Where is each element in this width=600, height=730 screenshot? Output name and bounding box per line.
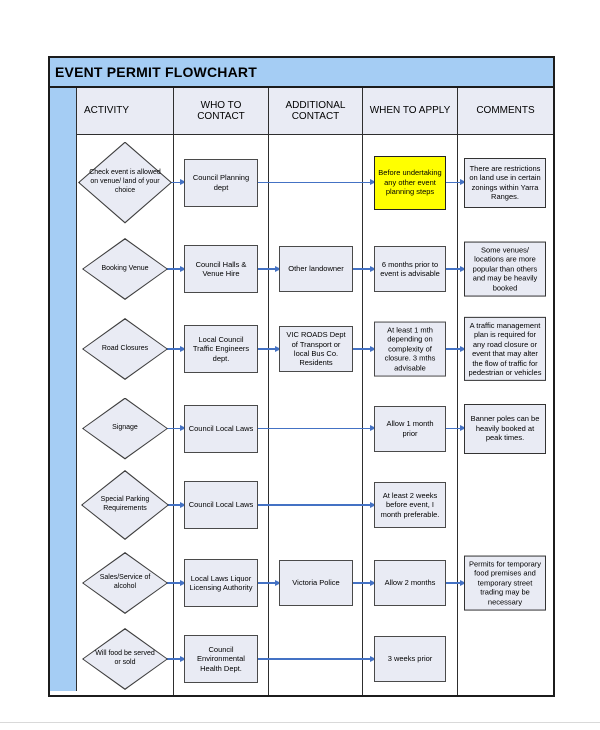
chart-title: EVENT PERMIT FLOWCHART xyxy=(50,58,553,88)
when-to-apply-box: Allow 1 month prior xyxy=(374,405,446,452)
page-break-line xyxy=(0,722,600,723)
flow-row: Sales/Service of alcohol Local Laws Liquo… xyxy=(77,543,553,623)
flow-arrow xyxy=(165,348,184,350)
activity-diamond: Will food be served or sold xyxy=(82,628,168,690)
activity-diamond: Sales/Service of alcohol xyxy=(82,552,168,614)
flow-arrow xyxy=(258,268,279,270)
flow-row: Check event is allowed on venue/ land of… xyxy=(77,135,553,230)
activity-diamond: Booking Venue xyxy=(82,238,168,300)
column-header-additional-contact: ADDITIONAL CONTACT xyxy=(269,88,363,134)
flow-arrow xyxy=(446,427,464,430)
when-to-apply-box: Before undertaking any other event plann… xyxy=(374,155,446,210)
column-header-activity: ACTIVITY xyxy=(77,88,174,134)
column-header-when-to-apply: WHEN TO APPLY xyxy=(363,88,458,134)
flow-arrow xyxy=(258,504,374,506)
who-contact-box: Local Laws Liquor Licensing Authority xyxy=(184,559,258,607)
flow-arrow xyxy=(165,658,184,660)
grid-cell xyxy=(458,467,553,543)
left-blue-band xyxy=(50,88,77,691)
who-contact-box: Council Environmental Health Dept. xyxy=(184,635,258,683)
comments-box: Banner poles can be heavily booked at pe… xyxy=(464,403,546,454)
activity-diamond: Special Parking Requirements xyxy=(81,470,169,540)
grid-cell xyxy=(363,467,458,543)
additional-contact-box: Other landowner xyxy=(279,246,353,292)
activity-label: Check event is allowed on venue/ land of… xyxy=(89,169,161,194)
flow-arrow xyxy=(258,427,374,430)
who-contact-box: Council Local Laws xyxy=(184,481,258,529)
comments-box: There are restrictions on land use in ce… xyxy=(464,157,546,208)
flow-arrow xyxy=(446,348,464,350)
who-contact-box: Council Local Laws xyxy=(184,404,258,453)
activity-diamond: Check event is allowed on venue/ land of… xyxy=(78,141,172,224)
column-header-comments: COMMENTS xyxy=(458,88,553,134)
activity-diamond: Road Closures xyxy=(82,318,168,380)
flow-arrow xyxy=(165,582,184,584)
activity-diamond: Signage xyxy=(82,397,168,460)
activity-label: Will food be served or sold xyxy=(95,650,155,666)
who-contact-box: Council Halls & Venue Hire xyxy=(184,245,258,293)
flow-arrow xyxy=(258,348,279,350)
flow-arrow xyxy=(353,268,374,270)
flow-row: Road Closures Local Council Traffic Engin… xyxy=(77,308,553,390)
flow-arrow xyxy=(166,504,184,506)
when-to-apply-box: Allow 2 months xyxy=(374,560,446,606)
comments-box: Permits for temporary food premises and … xyxy=(464,555,546,611)
flow-row: Booking Venue Council Halls & Venue Hire O… xyxy=(77,230,553,308)
when-to-apply-box: 3 weeks prior xyxy=(374,636,446,682)
when-to-apply-box: 6 months prior to event is advisable xyxy=(374,246,446,292)
chart-content: ACTIVITY WHO TO CONTACT ADDITIONAL CONTA… xyxy=(77,88,553,695)
flow-row: Special Parking Requirements Council Loca… xyxy=(77,467,553,543)
when-to-apply-box: At least 2 weeks before event, I month p… xyxy=(374,482,446,528)
comments-box: Some venues/ locations are more popular … xyxy=(464,241,546,297)
flow-arrow xyxy=(446,181,464,184)
flow-arrow xyxy=(353,582,374,584)
flow-arrow xyxy=(165,268,184,270)
flow-arrow xyxy=(258,181,374,184)
comments-box: A traffic management plan is required fo… xyxy=(464,316,546,382)
flow-arrow xyxy=(446,582,464,584)
who-contact-box: Local Council Traffic Engineers dept. xyxy=(184,325,258,373)
additional-contact-box: Victoria Police xyxy=(279,560,353,606)
additional-contact-box: VIC ROADS Dept of Transport or local Bus… xyxy=(279,326,353,372)
flow-arrow xyxy=(169,181,184,184)
who-contact-box: Council Planning dept xyxy=(184,158,258,207)
flow-arrow xyxy=(258,582,279,584)
flow-arrow xyxy=(258,658,374,660)
activity-label: Special Parking Requirements xyxy=(100,496,150,512)
flow-arrow xyxy=(165,427,184,430)
flow-row: Signage Council Local Laws Allow 1 month p… xyxy=(77,390,553,467)
flow-arrow xyxy=(353,348,374,350)
grid-cell xyxy=(363,623,458,695)
grid-cell xyxy=(458,623,553,695)
activity-label: Booking Venue xyxy=(101,264,149,272)
flow-rows: Check event is allowed on venue/ land of… xyxy=(77,135,553,695)
chart-body: ACTIVITY WHO TO CONTACT ADDITIONAL CONTA… xyxy=(50,88,553,695)
flow-arrow xyxy=(446,268,464,270)
column-header-who-to-contact: WHO TO CONTACT xyxy=(174,88,269,134)
flow-row: Will food be served or sold Council Envir… xyxy=(77,623,553,695)
activity-label: Signage xyxy=(112,424,138,432)
activity-label: Sales/Service of alcohol xyxy=(99,574,151,590)
column-header-row: ACTIVITY WHO TO CONTACT ADDITIONAL CONTA… xyxy=(77,88,553,135)
when-to-apply-box: At least 1 mth depending on complexity o… xyxy=(374,321,446,377)
event-permit-flowchart: EVENT PERMIT FLOWCHART ACTIVITY WHO TO C… xyxy=(48,56,555,697)
activity-label: Road Closures xyxy=(101,344,149,352)
